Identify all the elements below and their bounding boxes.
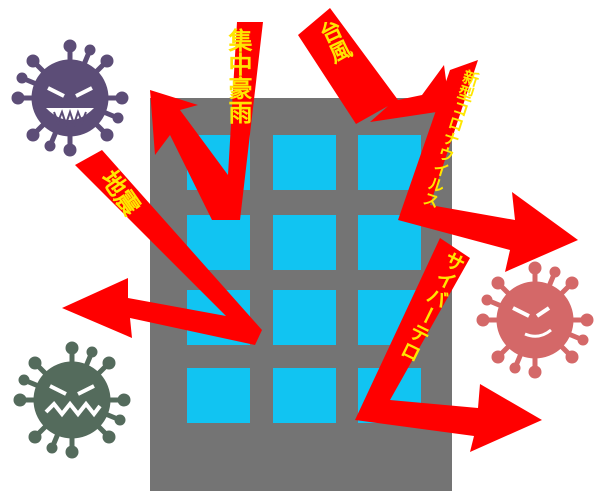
virus-green-icon xyxy=(14,342,130,458)
virus-purple-icon xyxy=(12,40,128,156)
virus-pink-icon xyxy=(477,262,593,378)
label-heavy-rain: 集中豪雨 xyxy=(224,27,253,124)
